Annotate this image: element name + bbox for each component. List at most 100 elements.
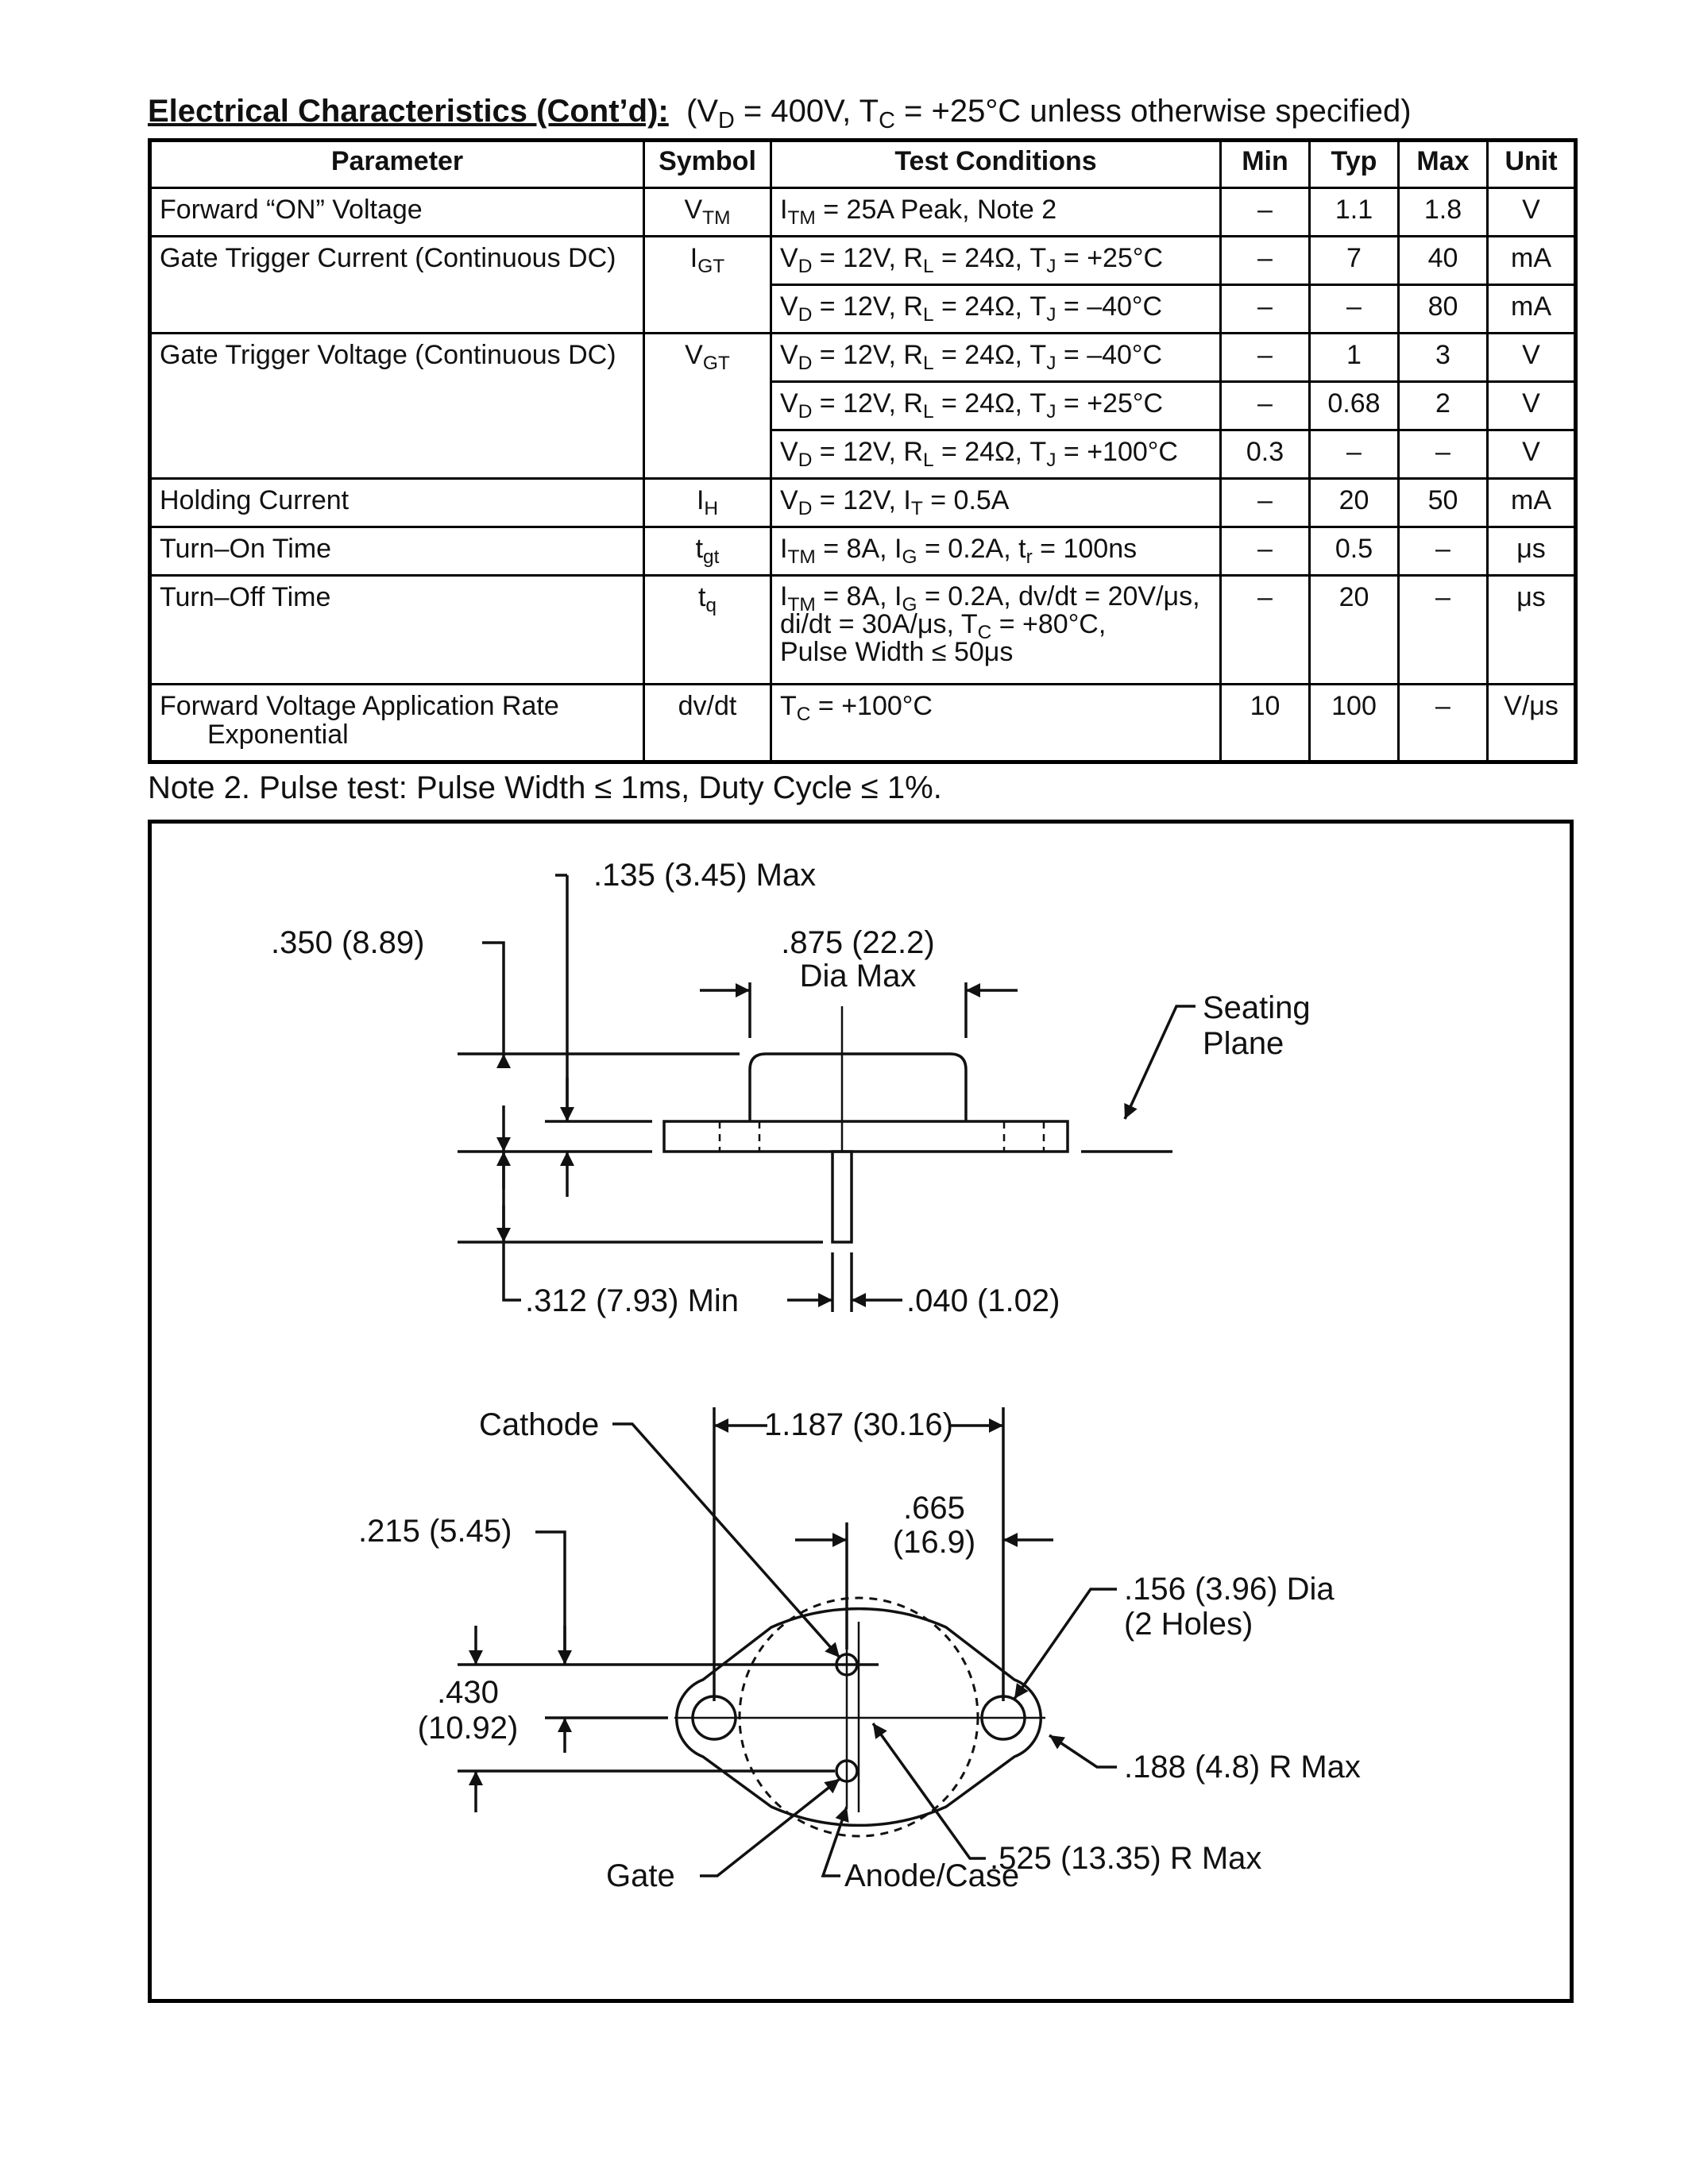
dim-430-sub-label: (10.92) (418, 1711, 519, 1746)
max-cell: 2 (1397, 380, 1489, 431)
min-cell: 0.3 (1219, 429, 1311, 480)
unit-cell: V (1486, 187, 1577, 237)
cathode-label: Cathode (479, 1407, 599, 1442)
symbol-cell: VTM (643, 187, 772, 237)
flange-outline (662, 1120, 1069, 1153)
condition-cell: VD = 12V, RL = 24Ω, TJ = +25°C (770, 380, 1222, 431)
max-cell: 50 (1397, 477, 1489, 528)
unit-cell: V (1486, 380, 1577, 431)
typ-cell: 100 (1308, 683, 1400, 763)
dim-312-label: .312 (7.93) Min (525, 1283, 739, 1318)
min-cell: – (1219, 332, 1311, 383)
section-heading: Electrical Characteristics (Cont’d): (VD… (148, 89, 1578, 133)
max-cell: – (1397, 526, 1489, 577)
dim-665-label: .665 (903, 1491, 965, 1526)
case-bottom-outline (675, 1607, 1042, 1827)
max-cell: 40 (1397, 235, 1489, 286)
condition-cell: VD = 12V, IT = 0.5A (770, 477, 1222, 528)
unit-cell: mA (1486, 284, 1577, 334)
symbol-cell: VGT (643, 332, 772, 480)
dim-215-label: .215 (5.45) (358, 1514, 512, 1549)
typ-cell: 1.1 (1308, 187, 1400, 237)
param-cell: Forward Voltage Application Rate Exponen… (149, 683, 645, 763)
package-outline-drawing: .135 (3.45) Max .350 (8.89) .875 (22.2) … (148, 820, 1574, 2003)
condition-cell: VD = 12V, RL = 24Ω, TJ = –40°C (770, 332, 1222, 383)
min-cell: – (1219, 187, 1311, 237)
anode-case-label: Anode/Case (844, 1858, 1019, 1893)
typ-cell: 7 (1308, 235, 1400, 286)
condition-cell: TC = +100°C (770, 683, 1222, 763)
param-cell: Gate Trigger Voltage (Continuous DC) (149, 332, 645, 480)
min-cell: – (1219, 526, 1311, 577)
condition-cell: ITM = 8A, IG = 0.2A, tr = 100ns (770, 526, 1222, 577)
table-row: Holding Current IH VD = 12V, IT = 0.5A –… (149, 477, 1577, 528)
table-row: Forward “ON” Voltage VTM ITM = 25A Peak,… (149, 187, 1577, 237)
max-cell: 3 (1397, 332, 1489, 383)
min-cell: – (1219, 284, 1311, 334)
typ-cell: 20 (1308, 574, 1400, 685)
symbol-cell: IH (643, 477, 772, 528)
typ-cell: – (1308, 429, 1400, 480)
unit-cell: μs (1486, 574, 1577, 685)
unit-cell: mA (1486, 477, 1577, 528)
table-row: VD = 12V, RL = 24Ω, TJ = –40°C – – 80 mA (150, 284, 1577, 334)
unit-cell: V (1486, 332, 1577, 383)
gate-label: Gate (606, 1858, 675, 1893)
symbol-cell: dv/dt (643, 683, 772, 763)
dim-156-sub-label: (2 Holes) (1124, 1607, 1253, 1642)
condition-cell: VD = 12V, RL = 24Ω, TJ = –40°C (770, 284, 1222, 334)
section-title: Electrical Characteristics (Cont’d): (148, 94, 669, 129)
dim-350-label: .350 (8.89) (271, 925, 424, 960)
symbol-cell: IGT (643, 235, 772, 334)
dim-875-label: .875 (22.2) (781, 925, 934, 960)
condition-cell: VD = 12V, RL = 24Ω, TJ = +100°C (770, 429, 1222, 480)
unit-cell: μs (1486, 526, 1577, 577)
max-cell: – (1397, 574, 1489, 685)
min-cell: 10 (1219, 683, 1311, 763)
typ-cell: 0.5 (1308, 526, 1400, 577)
header-typ: Typ (1308, 139, 1400, 189)
typ-cell: – (1308, 284, 1400, 334)
section-conditions: (VD = 400V, TC = +25°C unless otherwise … (686, 94, 1412, 134)
dim-665-sub-label: (16.9) (893, 1525, 976, 1560)
condition-cell: ITM = 8A, IG = 0.2A, dv/dt = 20V/μs, di/… (770, 574, 1222, 685)
dim-875-sub-label: Dia Max (800, 959, 917, 994)
case-cap-outline (748, 1052, 968, 1121)
table-row: Turn–On Time tgt ITM = 8A, IG = 0.2A, tr… (149, 526, 1577, 577)
dim-188-label: .188 (4.8) R Max (1124, 1750, 1361, 1785)
footnote: Note 2. Pulse test: Pulse Width ≤ 1ms, D… (148, 770, 942, 805)
param-cell: Forward “ON” Voltage (149, 187, 645, 237)
dim-430-label: .430 (437, 1675, 499, 1710)
header-test-conditions: Test Conditions (770, 139, 1222, 189)
max-cell: – (1397, 683, 1489, 763)
symbol-cell: tgt (643, 526, 772, 577)
header-symbol: Symbol (643, 139, 772, 189)
pin-outline (831, 1150, 853, 1244)
param-cell: Gate Trigger Current (Continuous DC) (149, 235, 645, 334)
max-cell: – (1397, 429, 1489, 480)
dim-135-label: .135 (3.45) Max (593, 858, 816, 893)
min-cell: – (1219, 235, 1311, 286)
table-row: Gate Trigger Voltage (Continuous DC) VGT… (149, 332, 1577, 480)
table-row: Forward Voltage Application Rate Exponen… (149, 683, 1577, 763)
unit-cell: V (1486, 429, 1577, 480)
seating-plane-label-2: Plane (1203, 1026, 1284, 1061)
table-header-row: Parameter Symbol Test Conditions Min Typ… (149, 139, 1577, 189)
condition-cell: VD = 12V, RL = 24Ω, TJ = +25°C (770, 235, 1222, 286)
dim-040-label: .040 (1.02) (906, 1283, 1060, 1318)
min-cell: – (1219, 574, 1311, 685)
flange-hole-hidden-lines (718, 1121, 1045, 1152)
table-row: Gate Trigger Current (Continuous DC) IGT… (149, 235, 1577, 334)
table-row: VD = 12V, RL = 24Ω, TJ = +100°C 0.3 – – … (150, 429, 1577, 480)
unit-cell: V/μs (1486, 683, 1577, 763)
condition-cell: ITM = 25A Peak, Note 2 (770, 187, 1222, 237)
unit-cell: mA (1486, 235, 1577, 286)
typ-cell: 20 (1308, 477, 1400, 528)
header-max: Max (1397, 139, 1489, 189)
max-cell: 80 (1397, 284, 1489, 334)
package-outline-svg: .135 (3.45) Max .350 (8.89) .875 (22.2) … (271, 858, 1361, 1893)
param-cell: Turn–On Time (149, 526, 645, 577)
seating-plane-label-1: Seating (1203, 990, 1311, 1025)
typ-cell: 1 (1308, 332, 1400, 383)
param-cell: Holding Current (149, 477, 645, 528)
